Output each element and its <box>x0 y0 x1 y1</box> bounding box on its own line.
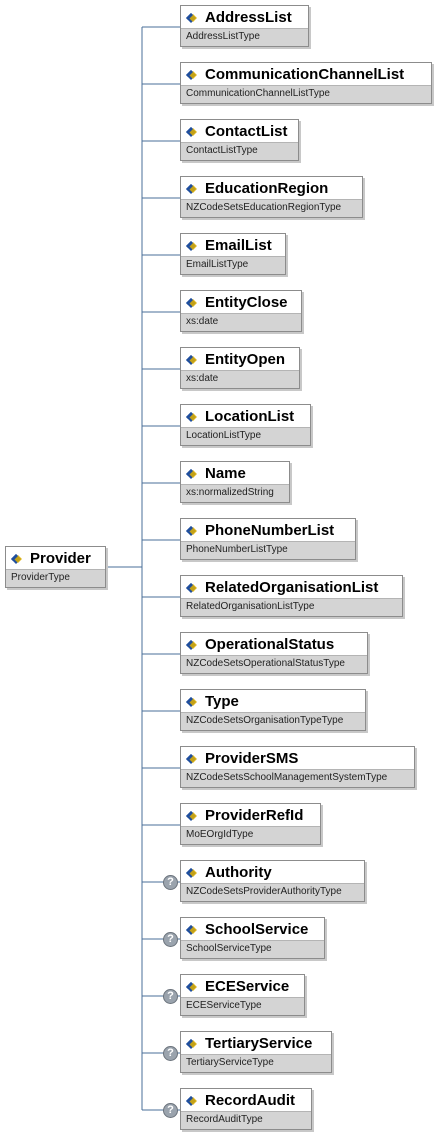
element-diamond-icon <box>185 125 199 137</box>
element-diamond-icon <box>185 11 199 23</box>
element-diamond-icon <box>185 866 199 878</box>
child-element-type: CommunicationChannelListType <box>181 85 431 103</box>
child-element-entityclose[interactable]: EntityClose xs:date <box>180 290 302 332</box>
child-element-name[interactable]: Name xs:normalizedString <box>180 461 290 503</box>
root-element-provider[interactable]: Provider ProviderType <box>5 546 106 588</box>
child-element-type: MoEOrgIdType <box>181 826 320 844</box>
child-element-name: AddressList <box>205 8 292 26</box>
element-diamond-icon <box>185 353 199 365</box>
child-element-entityopen[interactable]: EntityOpen xs:date <box>180 347 300 389</box>
child-element-name: RecordAudit <box>205 1091 295 1109</box>
element-diamond-icon <box>185 752 199 764</box>
child-element-providersms[interactable]: ProviderSMS NZCodeSetsSchoolManagementSys… <box>180 746 415 788</box>
element-diamond-icon <box>185 68 199 80</box>
element-diamond-icon <box>185 524 199 536</box>
optional-marker-icon: ? <box>163 989 178 1004</box>
child-element-type: ContactListType <box>181 142 298 160</box>
child-element-name: Type <box>205 692 239 710</box>
child-element-name: ProviderSMS <box>205 749 299 767</box>
child-element-type: RecordAuditType <box>181 1111 311 1129</box>
child-element-type: NZCodeSetsEducationRegionType <box>181 199 362 217</box>
root-element-type: ProviderType <box>6 569 105 587</box>
child-element-name: EducationRegion <box>205 179 329 197</box>
child-element-name: TertiaryService <box>205 1034 313 1052</box>
element-diamond-icon <box>185 1037 199 1049</box>
child-element-name: EntityOpen <box>205 350 286 368</box>
element-diamond-icon <box>185 695 199 707</box>
optional-marker-icon: ? <box>163 932 178 947</box>
child-element-name: LocationList <box>205 407 295 425</box>
child-element-type: PhoneNumberListType <box>181 541 355 559</box>
child-element-name: EmailList <box>205 236 272 254</box>
child-element-type: NZCodeSetsProviderAuthorityType <box>181 883 364 901</box>
element-diamond-icon <box>185 182 199 194</box>
optional-marker-icon: ? <box>163 1103 178 1118</box>
element-diamond-icon <box>185 809 199 821</box>
child-element-name: Name <box>205 464 246 482</box>
child-element-name: ECEService <box>205 977 290 995</box>
child-element-type: EmailListType <box>181 256 285 274</box>
child-element-type: xs:date <box>181 370 299 388</box>
element-diamond-icon <box>185 1094 199 1106</box>
child-element-type: SchoolServiceType <box>181 940 324 958</box>
child-element-name: OperationalStatus <box>205 635 335 653</box>
child-element-name: PhoneNumberList <box>205 521 335 539</box>
child-element-name: SchoolService <box>205 920 309 938</box>
child-element-name: ContactList <box>205 122 288 140</box>
child-element-type: ECEServiceType <box>181 997 304 1015</box>
child-element-name: EntityClose <box>205 293 288 311</box>
child-element-type: NZCodeSetsOperationalStatusType <box>181 655 367 673</box>
child-element-type: TertiaryServiceType <box>181 1054 331 1072</box>
child-element-type: xs:normalizedString <box>181 484 289 502</box>
element-diamond-icon <box>185 296 199 308</box>
child-element-name: Authority <box>205 863 272 881</box>
element-diamond-icon <box>185 581 199 593</box>
element-diamond-icon <box>185 923 199 935</box>
element-diamond-icon <box>185 467 199 479</box>
element-diamond-icon <box>185 980 199 992</box>
child-element-type: NZCodeSetsSchoolManagementSystemType <box>181 769 414 787</box>
element-diamond-icon <box>185 239 199 251</box>
child-element-type: LocationListType <box>181 427 310 445</box>
element-diamond-icon <box>185 638 199 650</box>
element-diamond-icon <box>10 552 24 564</box>
optional-marker-icon: ? <box>163 1046 178 1061</box>
optional-marker-icon: ? <box>163 875 178 890</box>
element-diamond-icon <box>185 410 199 422</box>
child-element-type: xs:date <box>181 313 301 331</box>
child-element-type: RelatedOrganisationListType <box>181 598 402 616</box>
child-element-type: AddressListType <box>181 28 308 46</box>
root-element-name: Provider <box>30 549 91 567</box>
child-element-name: CommunicationChannelList <box>205 65 405 83</box>
child-element-name: ProviderRefId <box>205 806 304 824</box>
child-element-type: NZCodeSetsOrganisationTypeType <box>181 712 365 730</box>
child-element-name: RelatedOrganisationList <box>205 578 379 596</box>
